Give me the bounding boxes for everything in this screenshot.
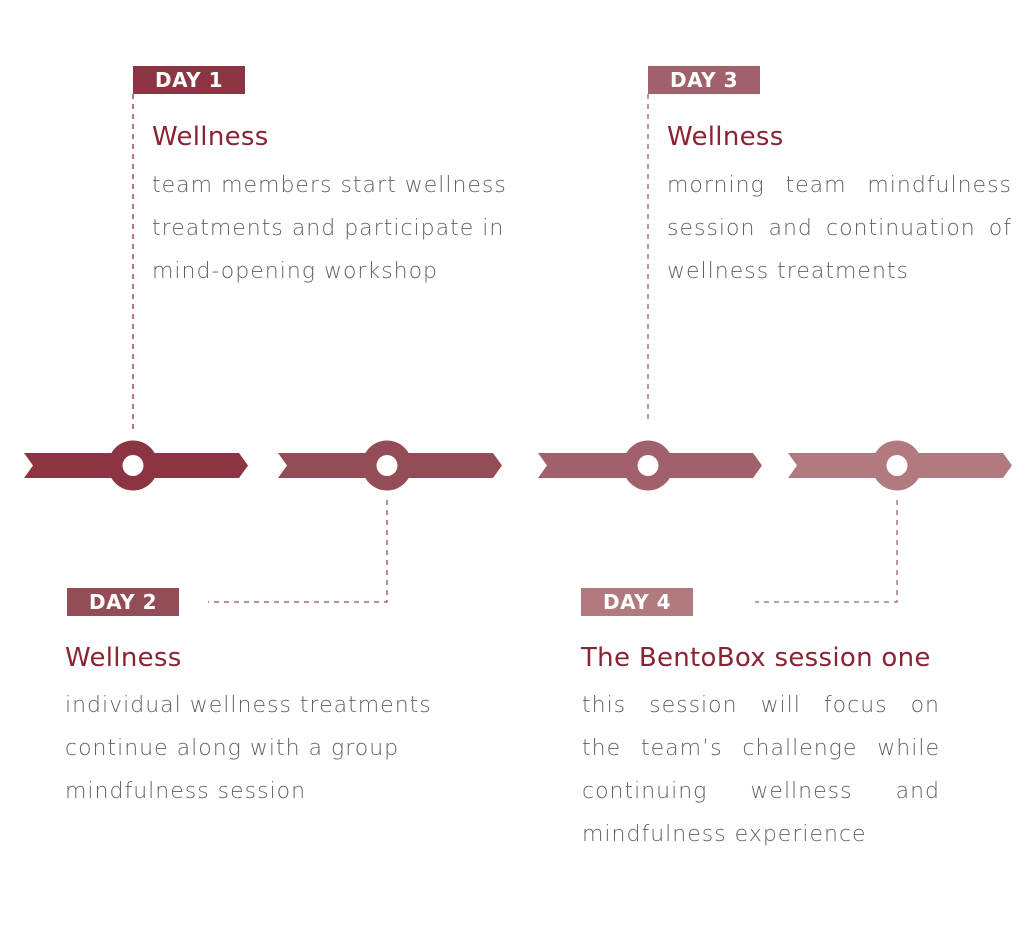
description-line: individual wellness treatments <box>65 693 432 718</box>
day-1-tag: DAY 1 <box>133 66 245 94</box>
description-line: mindfulness session <box>65 779 307 804</box>
day-2-title: Wellness <box>65 643 182 673</box>
description-line: morning team mindfulness <box>667 173 1012 198</box>
day-4-tag: DAY 4 <box>581 588 693 616</box>
day-4-connector <box>755 500 898 603</box>
timeline-node-hole <box>637 455 659 476</box>
day-3-tag: DAY 3 <box>648 66 760 94</box>
description-line: team members start wellness <box>152 173 507 198</box>
timeline-node-hole <box>886 455 908 476</box>
description-line: the team’s challenge while <box>582 736 940 761</box>
description-line: mind-opening workshop <box>152 259 439 284</box>
description-line: wellness treatments <box>667 259 909 284</box>
description-line: treatments and participate in <box>152 216 505 241</box>
description-line: this session will focus on <box>582 693 940 718</box>
day-2-tag: DAY 2 <box>67 588 179 616</box>
description-line: session and continuation of <box>667 216 1012 241</box>
day-1-title: Wellness <box>152 122 269 152</box>
description-line: mindfulness experience <box>582 822 867 847</box>
day-2-connector <box>208 500 388 603</box>
day-1-description: team members start wellness treatments a… <box>152 164 507 293</box>
description-line: continuing wellness and <box>582 779 940 804</box>
day-3-title: Wellness <box>667 122 784 152</box>
day-4-description: this session will focus on the team’s ch… <box>582 684 940 856</box>
day-4-title: The BentoBox session one <box>581 643 931 673</box>
day-2-description: individual wellness treatments continue … <box>65 684 432 813</box>
timeline-node-hole <box>122 455 144 476</box>
day-3-description: morning team mindfulness session and con… <box>667 164 1012 293</box>
description-line: continue along with a group <box>65 736 400 761</box>
timeline-node-hole <box>376 455 398 476</box>
